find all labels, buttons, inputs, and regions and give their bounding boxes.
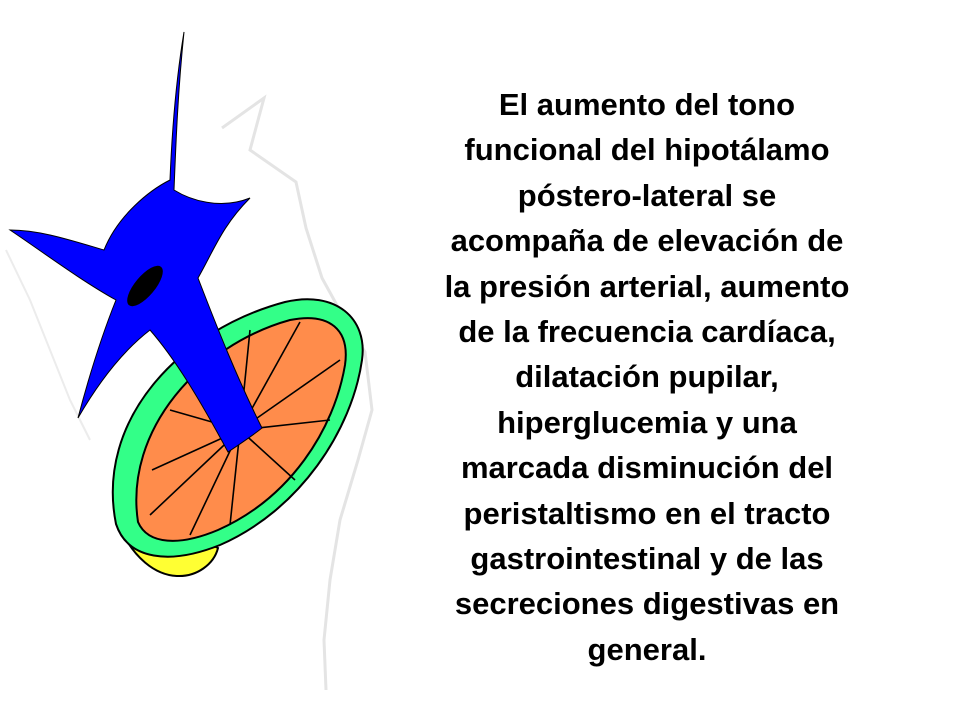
- neuron-nucleus: [127, 265, 163, 307]
- illustration: [5, 31, 374, 691]
- text-line: marcada disminución del: [460, 450, 834, 486]
- text-line: funcional del hipotálamo: [464, 132, 830, 168]
- text-line: la presión arterial, aumento: [444, 268, 850, 304]
- text-line: general.: [587, 631, 707, 667]
- text-line: hiperglucemia y una: [497, 404, 797, 440]
- neuron-shadow-left: [5, 249, 91, 441]
- text-line: secreciones digestivas en: [454, 586, 840, 622]
- text-line: peristaltismo en el tracto: [463, 495, 831, 531]
- neuron-body: [8, 31, 263, 453]
- text-line: dilatación pupilar,: [515, 359, 779, 395]
- neuron-icon: [8, 31, 263, 453]
- text-line: póstero-lateral se: [517, 177, 777, 213]
- text-line: de la frecuencia cardíaca,: [458, 314, 836, 350]
- text-line: El aumento del tono: [498, 87, 796, 122]
- text-line: gastrointestinal y de las: [470, 541, 824, 577]
- slide-text: El aumento del tono funcional del hipotá…: [392, 82, 902, 672]
- text-line: acompaña de elevación de: [450, 223, 844, 259]
